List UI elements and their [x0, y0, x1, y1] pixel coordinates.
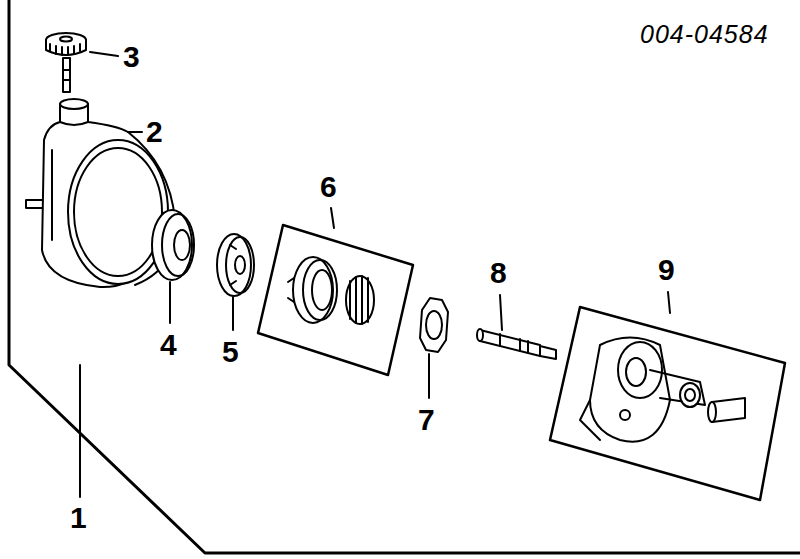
callout-number: 2: [146, 117, 163, 147]
callout-number: 1: [70, 503, 87, 533]
side-plate: [217, 234, 254, 296]
assembly-outline: [9, 0, 800, 553]
cartridge-group: [258, 225, 413, 375]
drawing-number: 004-04584: [640, 22, 769, 47]
callout-number: 9: [658, 255, 675, 285]
callout-number: 4: [160, 330, 177, 360]
filler-cap: [46, 33, 86, 92]
callout-number: 8: [490, 258, 507, 288]
leader-lines: [80, 52, 670, 497]
pressure-plate: [420, 298, 448, 352]
drive-shaft: [477, 329, 556, 359]
pump-housing-group: [550, 307, 785, 500]
seal: [152, 210, 194, 280]
callout-number: 5: [222, 337, 239, 367]
callout-number: 3: [123, 42, 140, 72]
callout-number: 6: [320, 172, 337, 202]
callout-number: 7: [418, 405, 435, 435]
